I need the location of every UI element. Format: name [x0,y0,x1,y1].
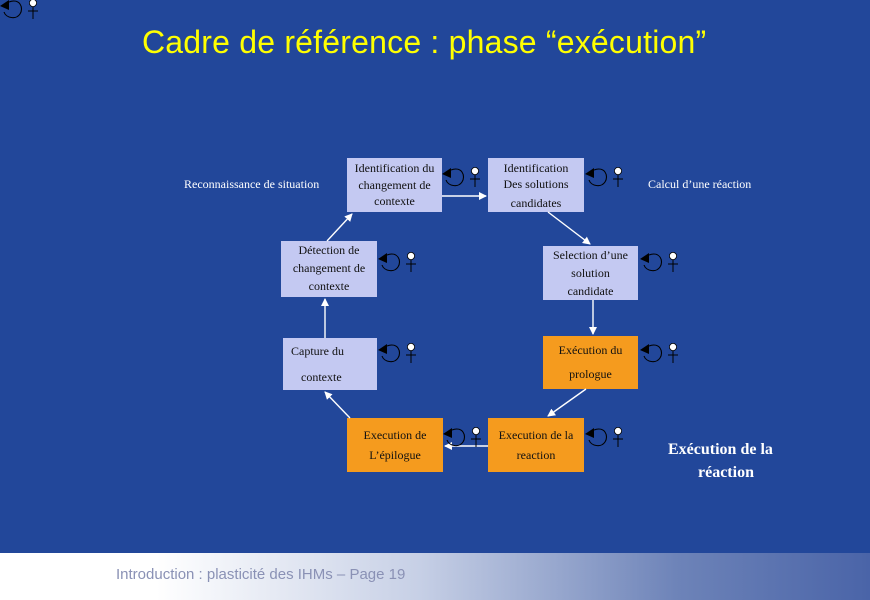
footer-band [0,553,870,600]
actor-icon [377,251,417,273]
actor-icon [442,426,482,448]
node-line: Identification du [354,161,435,175]
node-capture-contexte: Capture du contexte [283,338,377,390]
node-line: candidates [510,196,562,210]
node-line: prologue [569,367,612,381]
actor-icon [639,342,679,364]
node-line: Exécution du [558,343,623,357]
node-execution-epilogue: Execution de L’épilogue [347,418,443,472]
footer-page-label: Introduction : plasticité des IHMs – Pag… [116,566,406,583]
actor-icon [584,166,624,188]
node-line: Identification [503,161,569,175]
label-calcul-reaction: Calcul d’une réaction [648,177,752,191]
node-line: changement de [358,178,431,192]
slide-title: Cadre de référence : phase “exécution” [142,24,707,60]
node-line: Des solutions [503,177,569,191]
label-execution-reaction-line1: Exécution de la [668,441,773,458]
node-detection-changement: Détection de changement de contexte [281,241,377,297]
label-execution-reaction-line2: réaction [698,464,754,481]
node-line: L’épilogue [369,448,421,462]
actor-icon [0,0,38,19]
node-line: reaction [516,448,556,462]
node-execution-reaction: Execution de la reaction [488,418,584,472]
label-reconnaissance-situation: Reconnaissance de situation [184,177,320,191]
node-line: Execution de la [498,428,574,442]
arrow-epilogue-to-capture [324,391,351,419]
node-line: candidate [567,284,614,298]
node-identification-changement: Identification du changement de contexte [347,158,442,212]
node-line: Selection d’une [553,248,628,262]
actor-icon [584,426,624,448]
actor-icon [639,251,679,273]
node-line: contexte [301,370,342,384]
node-identification-solutions: Identification Des solutions candidates [488,158,584,212]
node-line: changement de [292,261,366,275]
actor-icon [377,342,417,364]
node-line: Détection de [298,243,360,257]
node-execution-prologue: Exécution du prologue [543,336,638,389]
arrow-detection-to-changement [326,213,353,242]
node-line: contexte [308,279,350,293]
actor-icon [441,166,481,188]
node-line: contexte [374,194,415,208]
node-selection-solution: Selection d’une solution candidate [543,246,638,300]
node-line: Execution de [363,428,427,442]
node-line: solution [571,266,610,280]
node-line: Capture du [291,344,344,358]
arrow-prologue-to-reaction [547,388,587,417]
arrow-solutions-to-selection [547,211,591,245]
